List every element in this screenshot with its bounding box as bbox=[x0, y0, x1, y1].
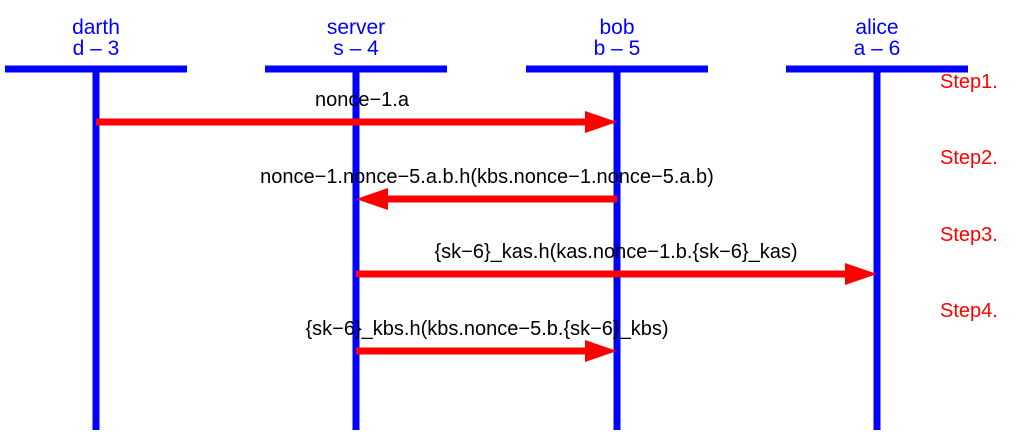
message-arrow-1 bbox=[96, 111, 617, 133]
message-arrow-4 bbox=[356, 340, 617, 362]
actor-name: darth bbox=[72, 16, 120, 39]
actor-id: s – 4 bbox=[333, 37, 379, 60]
arrow-head bbox=[356, 188, 388, 210]
message-label-2: nonce−1.nonce−5.a.b.h(kbs.nonce−1.nonce−… bbox=[260, 166, 714, 188]
actor-id: d – 3 bbox=[73, 37, 120, 60]
actor-name: server bbox=[327, 16, 385, 39]
step-label-4: Step4. bbox=[940, 300, 998, 322]
arrow-head bbox=[585, 340, 617, 362]
message-labels: nonce−1.a nonce−1.nonce−5.a.b.h(kbs.nonce… bbox=[260, 89, 797, 340]
arrow-head bbox=[585, 111, 617, 133]
message-arrow-3 bbox=[356, 263, 877, 285]
lifeline bbox=[613, 72, 621, 430]
step-label-3: Step3. bbox=[940, 224, 998, 246]
actor-id: b – 5 bbox=[594, 37, 641, 60]
lifeline bbox=[92, 72, 100, 430]
message-label-4: {sk−6}_kbs.h(kbs.nonce−5.b.{sk−6}_kbs) bbox=[305, 318, 668, 340]
actor-name: bob bbox=[599, 16, 634, 39]
arrow-head bbox=[845, 263, 877, 285]
message-label-1: nonce−1.a bbox=[315, 89, 410, 111]
message-arrow-2 bbox=[356, 188, 617, 210]
step-labels: Step1. Step2. Step3. Step4. bbox=[940, 71, 998, 322]
actor-header-bar bbox=[265, 65, 447, 73]
step-label-2: Step2. bbox=[940, 147, 998, 169]
actor-header-bar bbox=[526, 65, 708, 73]
lifeline bbox=[873, 72, 881, 430]
actor-header-bar bbox=[786, 65, 968, 73]
actor-name: alice bbox=[855, 16, 898, 39]
step-label-1: Step1. bbox=[940, 71, 998, 93]
actor-id: a – 6 bbox=[854, 37, 901, 60]
lifeline bbox=[352, 72, 360, 430]
actor-header-bar bbox=[5, 65, 187, 73]
messages bbox=[96, 111, 877, 362]
message-label-3: {sk−6}_kas.h(kas.nonce−1.b.{sk−6}_kas) bbox=[434, 241, 797, 263]
